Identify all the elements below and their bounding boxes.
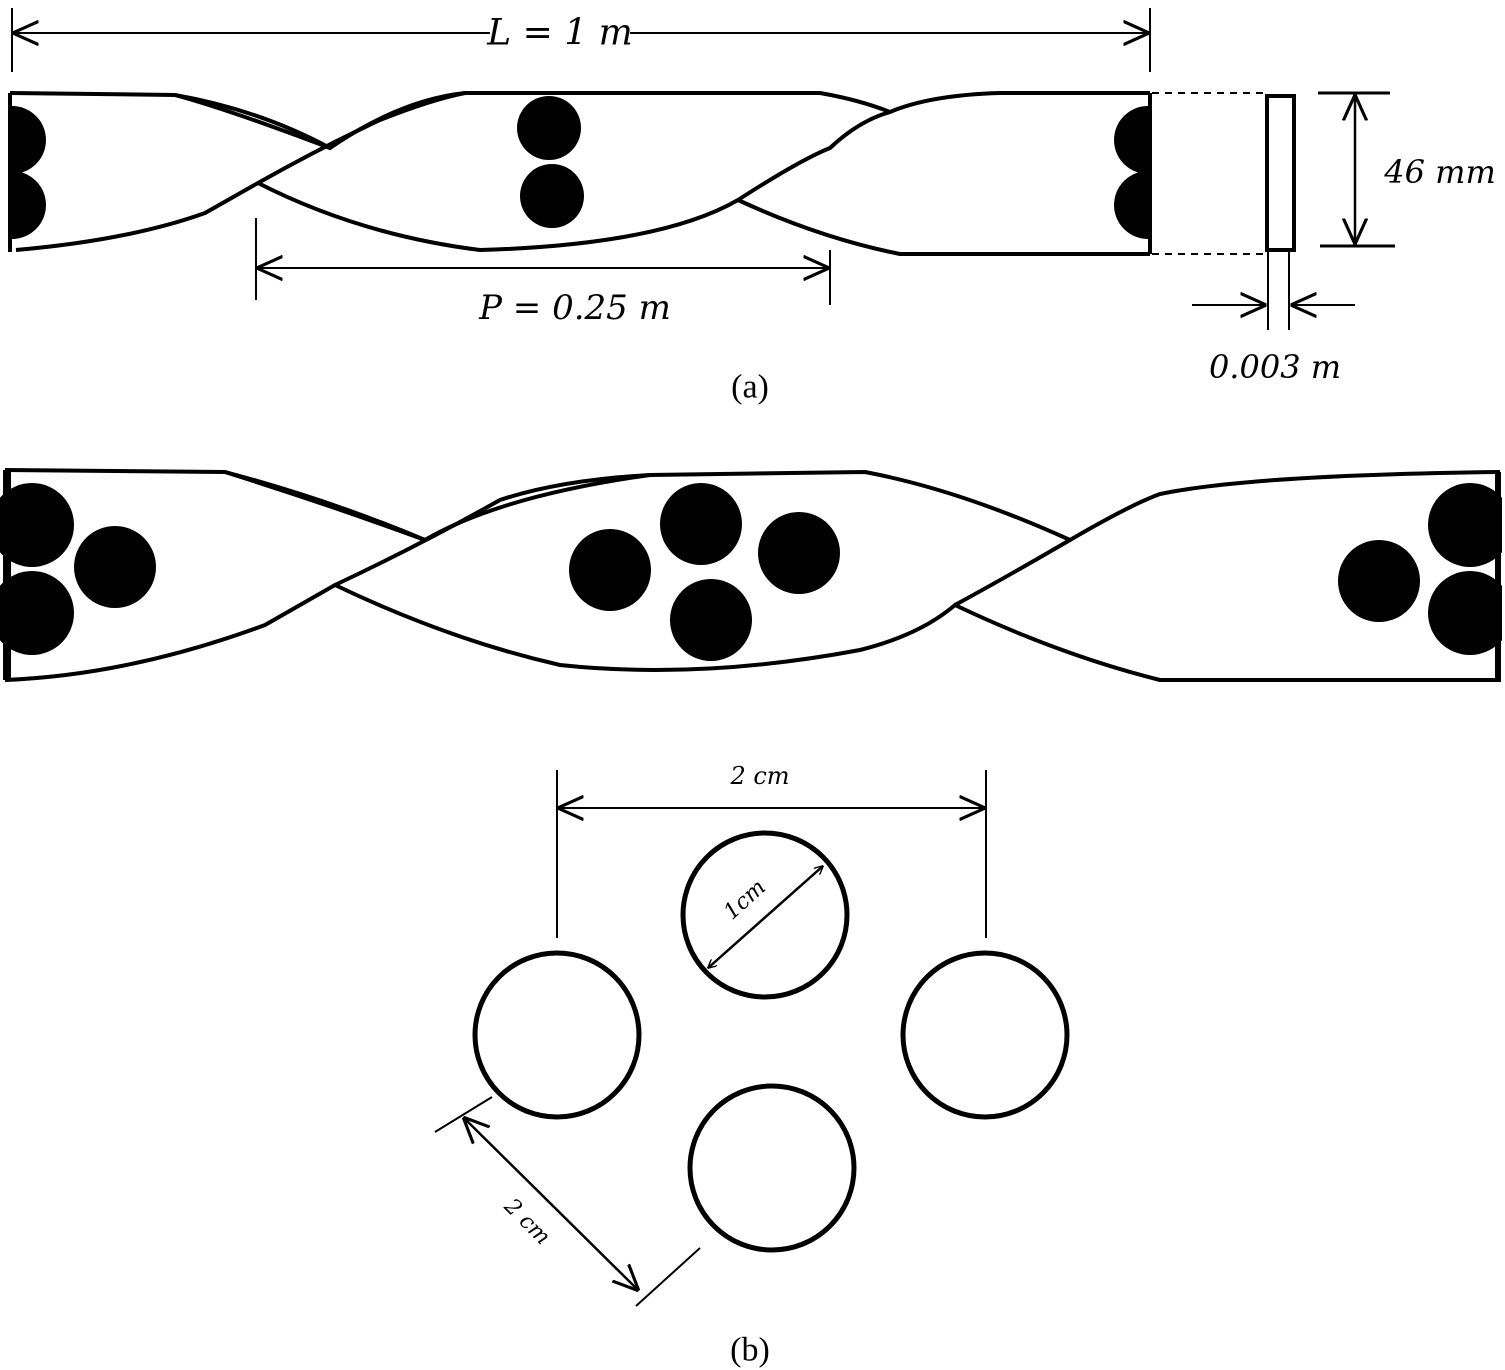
panel-b: 2 cm 1cm 2 cm (b) [0,465,1505,1369]
twisted-tape-b [4,468,1501,682]
tape-cross-section [1152,92,1296,255]
top-spacing-dimension: 2 cm [556,762,987,938]
thickness-dimension: 0.003 m [1192,252,1355,386]
circle-mid-top [517,96,581,160]
panel-a: L = 1 m [0,8,1496,406]
circle-left-inner [74,526,156,608]
length-dimension: L = 1 m [11,8,1151,72]
circle-right-inner [1338,540,1420,622]
half-circle-right-bottom [1428,571,1505,655]
circle-mid-bottom [520,164,584,228]
diagonal-spacing-label: 2 cm [498,1193,555,1250]
thickness-label: 0.003 m [1209,348,1341,386]
caption-a: (a) [731,369,769,406]
circle-mid-right [758,512,840,594]
outline-circle-bottom [687,1083,857,1253]
top-spacing-label: 2 cm [729,762,789,790]
diagonal-spacing-dimension: 2 cm [434,1096,701,1307]
half-circle-left-bottom [0,571,74,655]
diameter-dimension: 1cm [708,866,823,968]
caption-b: (b) [730,1332,770,1369]
pitch-dimension: P = 0.25 m [255,218,831,328]
width-dimension: 46 mm [1318,91,1496,248]
circle-mid-left [569,529,651,611]
circle-mid-bottom [670,579,752,661]
pitch-label: P = 0.25 m [478,288,671,328]
outline-circle-right [900,950,1070,1120]
width-label: 46 mm [1383,153,1496,191]
insert-circles-a [0,90,1192,260]
insert-circles-b [0,465,1505,685]
insert-arrangement [472,830,1070,1253]
outline-circle-top [680,830,850,1000]
twisted-tape-a [8,91,1152,256]
outline-circle-left [472,950,642,1120]
length-label: L = 1 m [486,13,632,54]
half-circle-right-top [1428,483,1505,567]
circle-mid-top [660,483,742,565]
half-circle-left-top [0,483,74,567]
